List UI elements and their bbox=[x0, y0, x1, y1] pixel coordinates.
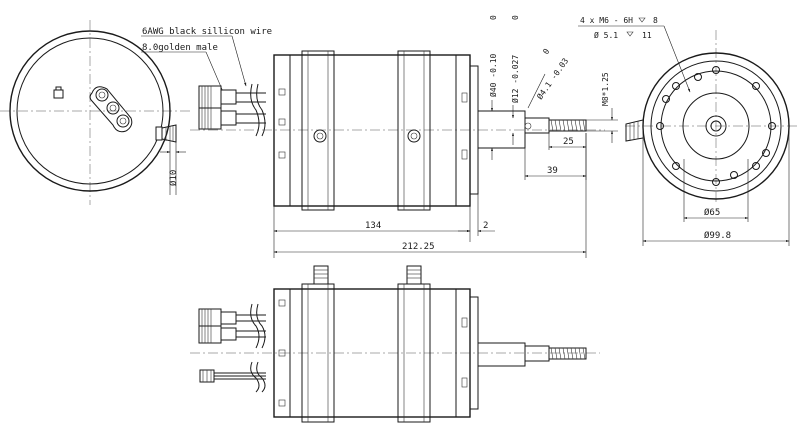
bottom-shaft-thread bbox=[548, 347, 587, 360]
dim-dia40: Ø40 -0.10 bbox=[488, 53, 498, 97]
dim-dia99: Ø99.8 bbox=[704, 230, 731, 241]
bottom-shaft-hub bbox=[477, 342, 526, 367]
rear-end-view: Ø10 bbox=[0, 20, 190, 205]
label-mount-holes: 4 x M6 - 6H bbox=[580, 16, 633, 25]
tol-zero-c: 0 bbox=[541, 47, 551, 56]
dim-dia12: Ø12 -0.027 bbox=[510, 55, 520, 103]
label-connector: 8.0golden male bbox=[142, 43, 218, 53]
rear-connector-cluster bbox=[89, 86, 133, 133]
front-hub bbox=[682, 92, 750, 160]
rear-small-connector bbox=[53, 89, 64, 99]
top-fitting-2 bbox=[407, 129, 421, 143]
side-view-bottom bbox=[190, 265, 600, 423]
label-counterbore: Ø 5.1 bbox=[594, 30, 618, 40]
tol-zero-b: 0 bbox=[511, 15, 520, 20]
top-fitting-1 bbox=[313, 129, 327, 143]
label-mount-depth: 8 bbox=[653, 16, 658, 25]
side-view-top: 6AWG black sillicon wire 8.0golden male bbox=[141, 15, 618, 258]
bottom-shaft bbox=[524, 345, 550, 362]
front-water-nipple bbox=[625, 119, 644, 142]
label-wire: 6AWG black sillicon wire bbox=[142, 27, 272, 37]
dim-39: 39 bbox=[547, 166, 558, 176]
top-clamp-band-1 bbox=[301, 50, 335, 211]
dim-134: 134 bbox=[365, 221, 381, 231]
dim-m8-thread: M8*1.25 bbox=[601, 72, 610, 106]
dim-dia10: Ø10 bbox=[168, 170, 179, 186]
top-shaft-hub bbox=[477, 110, 526, 149]
top-shaft bbox=[524, 117, 550, 134]
front-end-view: 4 x M6 - 6H 8 Ø 5.1 11 Ø65 Ø99.8 bbox=[578, 16, 800, 246]
bottom-sensor-connector bbox=[199, 361, 266, 393]
top-motor-body bbox=[273, 54, 471, 207]
front-bolt-holes bbox=[656, 66, 776, 186]
bottom-cable-connectors bbox=[198, 303, 266, 349]
tol-zero-a: 0 bbox=[489, 15, 498, 20]
dim-dia65: Ø65 bbox=[704, 207, 720, 218]
rear-water-nipple bbox=[155, 124, 177, 143]
top-cable-connectors bbox=[198, 83, 266, 137]
top-clamp-band-2 bbox=[397, 50, 431, 211]
dim-212: 212.25 bbox=[402, 242, 435, 252]
dim-25: 25 bbox=[563, 137, 574, 147]
bottom-water-fitting-1 bbox=[313, 265, 329, 285]
bottom-water-fitting-2 bbox=[406, 265, 422, 285]
top-shaft-thread bbox=[548, 119, 587, 132]
dim-dia4: Ø4.1 -0.03 bbox=[534, 56, 570, 101]
dim-2: 2 bbox=[483, 221, 488, 231]
label-counterbore-depth: 11 bbox=[642, 31, 652, 40]
